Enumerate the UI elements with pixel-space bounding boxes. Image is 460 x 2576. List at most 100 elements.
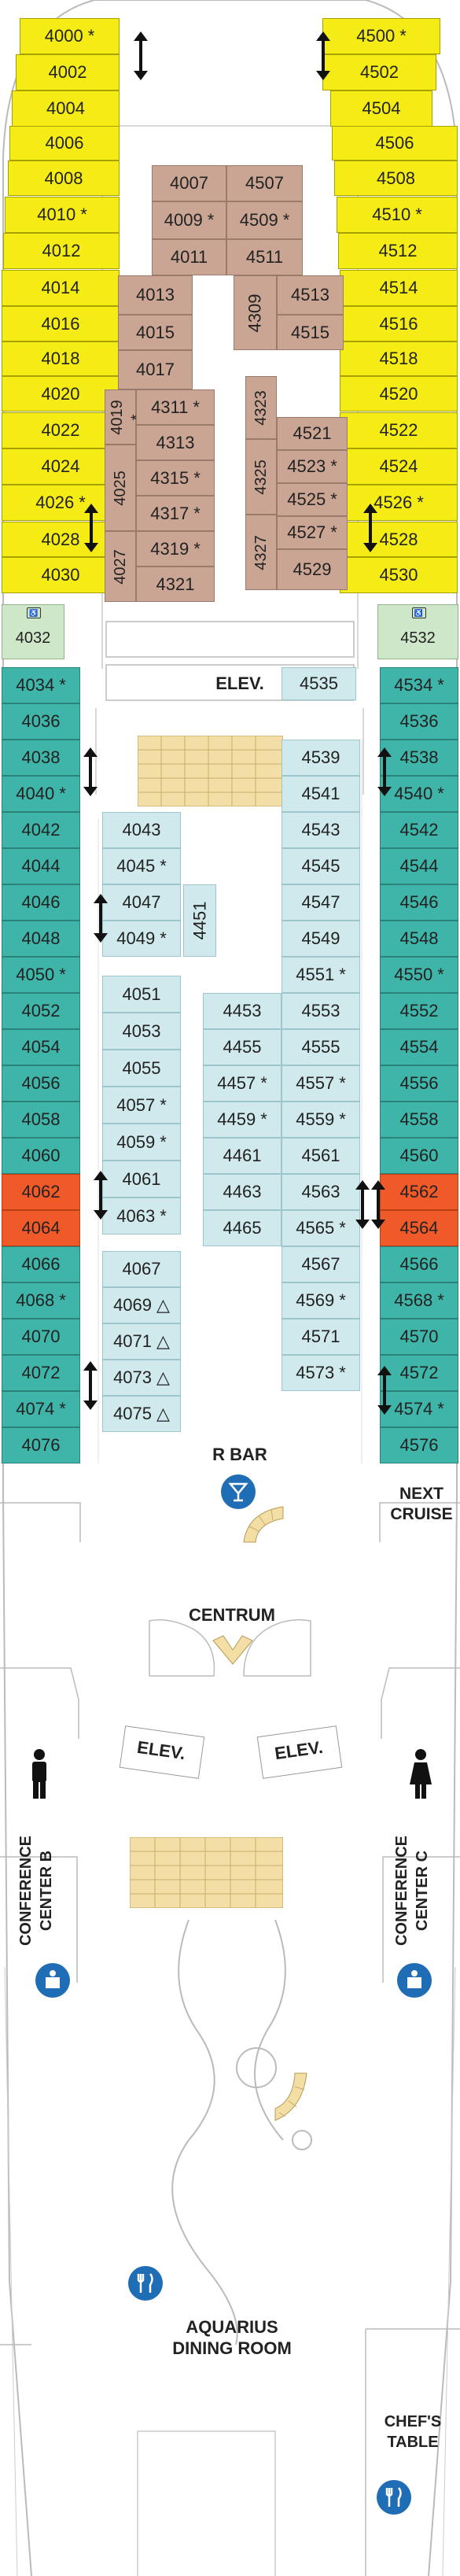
cabin-4018[interactable]: 4018 (2, 341, 120, 376)
cabin-4502[interactable]: 4502 (322, 54, 436, 90)
cabin-4512[interactable]: 4512 (338, 233, 458, 269)
cabin-4569[interactable]: 4569* (282, 1282, 360, 1319)
cabin-4058[interactable]: 4058 (2, 1102, 80, 1138)
cabin-4522[interactable]: 4522 (340, 412, 458, 448)
cabin-4566[interactable]: 4566 (380, 1246, 458, 1282)
cabin-4541[interactable]: 4541 (282, 776, 360, 812)
cabin-4547[interactable]: 4547 (282, 884, 360, 921)
cabin-4557[interactable]: 4557* (282, 1065, 360, 1102)
cabin-4056[interactable]: 4056 (2, 1065, 80, 1102)
cabin-4007[interactable]: 4007 (152, 165, 226, 201)
cabin-4451[interactable]: 4451 (183, 884, 216, 957)
cabin-4520[interactable]: 4520 (340, 376, 458, 411)
cabin-4465[interactable]: 4465 (203, 1210, 282, 1246)
cabin-4062[interactable]: 4062 (2, 1174, 80, 1210)
cabin-4542[interactable]: 4542 (380, 812, 458, 848)
cabin-4539[interactable]: 4539 (282, 740, 360, 776)
cabin-4051[interactable]: 4051 (102, 976, 181, 1013)
cabin-4546[interactable]: 4546 (380, 884, 458, 921)
cabin-4507[interactable]: 4507 (226, 165, 303, 201)
cabin-4038[interactable]: 4038 (2, 740, 80, 776)
cabin-4548[interactable]: 4548 (380, 921, 458, 957)
cabin-4002[interactable]: 4002 (16, 54, 120, 90)
cabin-4068[interactable]: 4068* (2, 1282, 80, 1319)
cabin-4034[interactable]: 4034* (2, 667, 80, 703)
cabin-4315[interactable]: 4315* (136, 460, 215, 496)
cabin-4463[interactable]: 4463 (203, 1174, 282, 1210)
cabin-4024[interactable]: 4024 (2, 448, 120, 485)
cabin-4044[interactable]: 4044 (2, 848, 80, 884)
cabin-4019[interactable]: 4019* (105, 389, 146, 445)
cabin-4567[interactable]: 4567 (282, 1246, 360, 1282)
cabin-4572[interactable]: 4572 (380, 1355, 458, 1391)
cabin-4459[interactable]: 4459* (203, 1102, 282, 1138)
cabin-4032[interactable]: 4032♿ (2, 604, 64, 659)
cabin-4511[interactable]: 4511 (226, 239, 303, 275)
cabin-4518[interactable]: 4518 (340, 341, 458, 376)
cabin-4508[interactable]: 4508 (334, 161, 458, 196)
cabin-4530[interactable]: 4530 (340, 557, 458, 593)
cabin-4455[interactable]: 4455 (203, 1029, 282, 1065)
cabin-4509[interactable]: 4509* (226, 201, 303, 239)
cabin-4564[interactable]: 4564 (380, 1210, 458, 1246)
cabin-4047[interactable]: 4047 (102, 884, 181, 921)
cabin-4014[interactable]: 4014 (2, 270, 120, 306)
cabin-4500[interactable]: 4500* (322, 18, 440, 54)
cabin-4006[interactable]: 4006 (9, 126, 120, 161)
bar-icon[interactable] (221, 1474, 256, 1509)
cabin-4009[interactable]: 4009* (152, 201, 226, 239)
cabin-4025[interactable]: 4025 (105, 445, 136, 531)
cabin-4563[interactable]: 4563 (282, 1174, 360, 1210)
cabin-4327[interactable]: 4327 (245, 515, 277, 590)
cabin-4059[interactable]: 4059* (102, 1124, 181, 1161)
cabin-4045[interactable]: 4045* (102, 848, 181, 884)
cabin-4064[interactable]: 4064 (2, 1210, 80, 1246)
cabin-4576[interactable]: 4576 (380, 1427, 458, 1463)
cabin-4074[interactable]: 4074* (2, 1391, 80, 1427)
cabin-4562[interactable]: 4562 (380, 1174, 458, 1210)
cabin-4461[interactable]: 4461 (203, 1138, 282, 1174)
cabin-4036[interactable]: 4036 (2, 703, 80, 740)
cabin-4504[interactable]: 4504 (330, 90, 432, 127)
cabin-4000[interactable]: 4000* (20, 18, 120, 54)
cabin-4513[interactable]: 4513 (277, 275, 344, 315)
cabin-4549[interactable]: 4549 (282, 921, 360, 957)
cabin-4020[interactable]: 4020 (2, 376, 120, 411)
cabin-4028[interactable]: 4028 (2, 522, 120, 557)
cabin-4558[interactable]: 4558 (380, 1102, 458, 1138)
cabin-4049[interactable]: 4049* (102, 921, 181, 957)
cabin-4050[interactable]: 4050* (2, 957, 80, 993)
cabin-4052[interactable]: 4052 (2, 993, 80, 1029)
cabin-4040[interactable]: 4040* (2, 776, 80, 812)
cabin-4046[interactable]: 4046 (2, 884, 80, 921)
cabin-4527[interactable]: 4527* (277, 516, 348, 549)
cabin-4528[interactable]: 4528 (340, 522, 458, 557)
cabin-4311[interactable]: 4311* (136, 389, 215, 425)
cabin-4325[interactable]: 4325 (245, 439, 277, 515)
cabin-4559[interactable]: 4559* (282, 1102, 360, 1138)
cabin-4560[interactable]: 4560 (380, 1138, 458, 1174)
cabin-4060[interactable]: 4060 (2, 1138, 80, 1174)
cabin-4323[interactable]: 4323 (245, 376, 277, 439)
cabin-4027[interactable]: 4027 (105, 531, 136, 602)
cabin-4072[interactable]: 4072 (2, 1355, 80, 1391)
cabin-4521[interactable]: 4521 (277, 417, 348, 450)
cabin-4063[interactable]: 4063* (102, 1198, 181, 1234)
cabin-4011[interactable]: 4011 (152, 239, 226, 275)
cabin-4545[interactable]: 4545 (282, 848, 360, 884)
cabin-4030[interactable]: 4030 (2, 557, 120, 593)
cabin-4061[interactable]: 4061 (102, 1161, 181, 1198)
cabin-4317[interactable]: 4317* (136, 496, 215, 531)
cabin-4043[interactable]: 4043 (102, 812, 181, 848)
cabin-4573[interactable]: 4573* (282, 1355, 360, 1391)
cabin-4013[interactable]: 4013 (118, 275, 193, 315)
cabin-4538[interactable]: 4538 (380, 740, 458, 776)
cabin-4532[interactable]: 4532♿ (377, 604, 458, 659)
cabin-4066[interactable]: 4066 (2, 1246, 80, 1282)
cabin-4553[interactable]: 4553 (282, 993, 360, 1029)
cabin-4529[interactable]: 4529 (277, 549, 348, 590)
cabin-4012[interactable]: 4012 (3, 233, 120, 269)
next-cruise-label[interactable]: NEXT CRUISE (383, 1484, 460, 1525)
cabin-4552[interactable]: 4552 (380, 993, 458, 1029)
cabin-4070[interactable]: 4070 (2, 1319, 80, 1355)
